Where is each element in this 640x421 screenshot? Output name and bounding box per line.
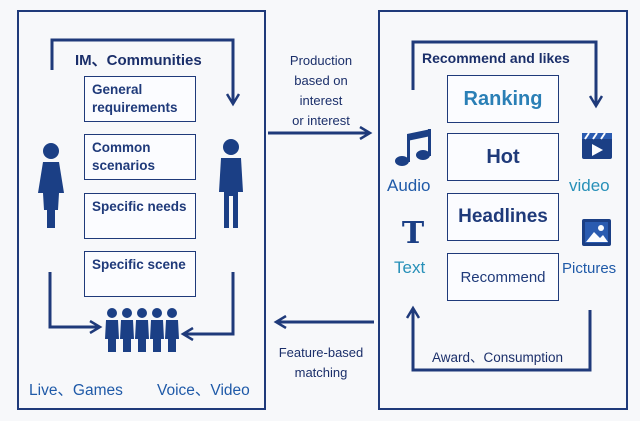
left-bottom-left-label: Live、Games (29, 382, 123, 399)
left-top-bracket (50, 38, 233, 104)
left-box-common-scenarios: Common scenarios (84, 134, 196, 180)
group-icon (105, 308, 179, 352)
left-bottom-left-bracket (48, 272, 100, 327)
left-panel (17, 10, 266, 410)
music-note-icon (395, 129, 431, 166)
picture-icon (582, 219, 611, 246)
video-label: video (569, 176, 610, 195)
text-t-icon: T (402, 216, 425, 251)
middle-bottom-line: matching (294, 365, 348, 380)
text-label: Text (394, 258, 426, 277)
middle-top-line: interest (299, 93, 343, 108)
right-panel-title: Recommend and likes (422, 50, 570, 66)
left-bottom-right-label: Voice、Video (157, 382, 250, 399)
pictures-label: Pictures (562, 260, 617, 277)
middle-top-label: Production based on interest or interest (266, 51, 376, 131)
right-panel (378, 10, 628, 410)
person-icon (38, 143, 64, 228)
right-top-bracket (411, 40, 596, 106)
right-box-headlines: Headlines (447, 193, 559, 241)
right-box-hot: Hot (447, 133, 559, 181)
middle-bottom-line: Feature-based (278, 345, 364, 360)
middle-top-line: Production (289, 53, 353, 68)
person-icon (219, 139, 243, 228)
video-clapper-icon (582, 132, 612, 159)
left-bottom-right-bracket (183, 272, 235, 334)
middle-bottom-label: Feature-based matching (266, 343, 376, 383)
left-panel-title: IM、Communities (75, 52, 202, 69)
left-box-specific-scene: Specific scene (84, 251, 196, 297)
left-box-specific-needs: Specific needs (84, 193, 196, 239)
svg-text:T: T (402, 216, 425, 251)
left-box-general-requirements: General requirements (84, 76, 196, 122)
audio-label: Audio (387, 176, 431, 195)
right-bottom-label: Award、Consumption (432, 350, 564, 365)
middle-top-line: or interest (292, 113, 350, 128)
right-box-recommend: Recommend (447, 253, 559, 301)
right-box-ranking: Ranking (447, 75, 559, 123)
middle-top-line: based on (294, 73, 348, 88)
right-bottom-bracket (413, 308, 592, 372)
